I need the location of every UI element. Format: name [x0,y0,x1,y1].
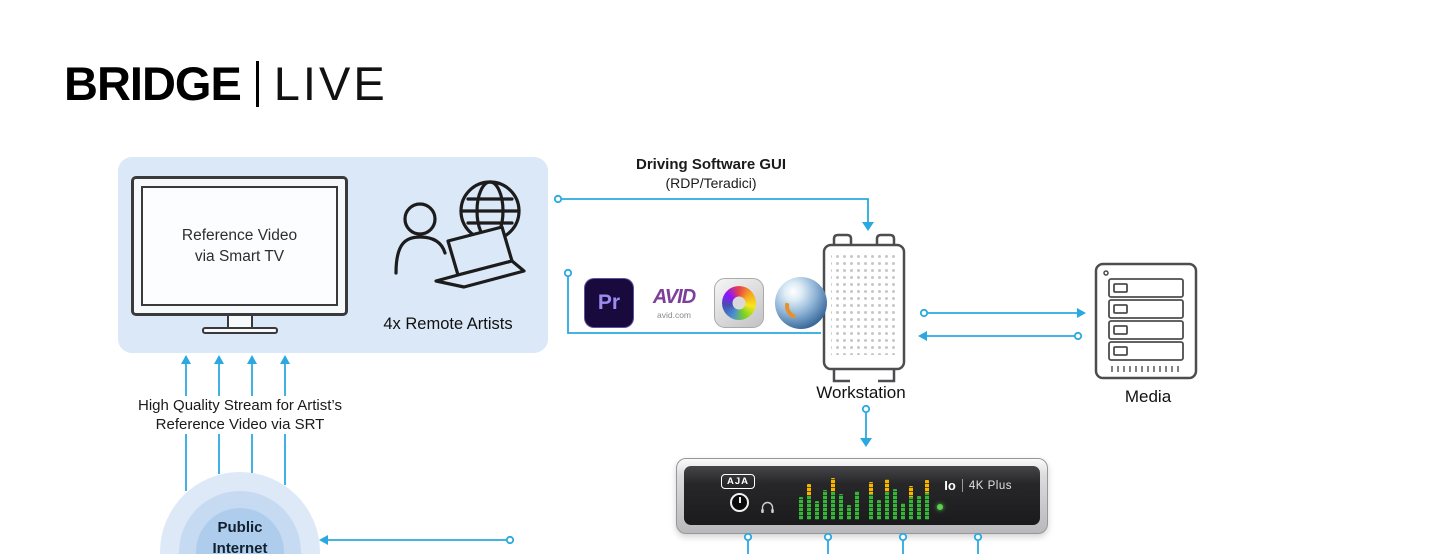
public-internet-line2: Internet [212,540,268,554]
logo-live-text: LIVE [273,57,388,110]
media-label: Media [1124,387,1172,406]
connector-dot [563,268,573,278]
driving-gui-label: Driving Software GUI (RDP/Teradici) [561,156,861,191]
arrowhead-down-icon [860,438,872,447]
headphone-icon [761,501,774,513]
arrowhead-right-icon [1077,308,1086,318]
connector-dot [553,194,563,204]
person-head [403,202,437,236]
avid-icon: AVID avid.com [645,278,703,328]
workstation-label: Workstation [816,383,906,402]
tv-stand-base [202,327,278,334]
connector-dot [505,535,515,545]
device-front-panel: AJA Io 4K Plus [684,466,1040,525]
status-led [937,504,943,510]
tv-caption: Reference Video via Smart TV [182,225,297,267]
arrowhead-up-icon [280,355,290,364]
device-model-divider [961,479,963,492]
remote-artists-label: 4x Remote Artists [383,315,513,333]
media-storage-illustration [1094,262,1200,387]
editing-software-icons: Pr AVID avid.com [584,277,827,329]
connector-dot [973,532,983,542]
tv-caption-line1: Reference Video [181,227,298,244]
power-button-icon [730,493,749,512]
premiere-pro-icon: Pr [584,278,634,328]
arrowhead-left-icon [319,535,328,545]
connector-dot [743,532,753,542]
srt-stream-line2: Reference Video via SRT [155,416,325,433]
connector-gui-line [558,198,869,223]
arrowhead-down-icon [862,222,874,231]
driving-gui-line2: (RDP/Teradici) [665,175,757,191]
driving-gui-line1: Driving Software GUI [635,156,787,173]
remote-artist-icon [394,180,526,289]
bridge-live-logo: BRIDGE LIVE [64,56,388,111]
srt-stream-label: High Quality Stream for Artist’s Referen… [95,396,385,434]
device-model-secondary: 4K Plus [968,479,1012,492]
logo-bridge-text: BRIDGE [64,57,242,110]
connector-dot [919,308,929,318]
audio-meters [799,478,943,520]
connector-dot [1073,331,1083,341]
tv-caption-line2: via Smart TV [194,248,285,265]
arrowhead-left-icon [918,331,927,341]
person-body [394,235,447,275]
tv-frame: Reference Video via Smart TV [131,176,348,316]
device-model-label: Io 4K Plus [944,478,1012,493]
aja-io-4k-plus-device: AJA Io 4K Plus [676,458,1048,534]
final-cut-pro-icon [714,278,764,328]
avid-caption: avid.com [656,310,691,320]
tv-screen: Reference Video via Smart TV [141,186,338,306]
public-internet-label: Public Internet [163,517,317,554]
laptop-base [434,259,526,289]
remote-artists-panel: Reference Video via Smart TV 4x [118,157,548,353]
device-model-primary: Io [944,478,956,493]
connector-dot [898,532,908,542]
avid-wordmark: AVID [652,286,696,308]
srt-stream-line1: High Quality Stream for Artist’s [138,397,342,414]
public-internet-line1: Public [217,519,263,536]
aja-brand-logo: AJA [721,474,756,489]
workstation-illustration [820,232,908,391]
smart-tv-illustration: Reference Video via Smart TV [131,176,348,352]
arrowhead-up-icon [247,355,257,364]
connector-dot [861,404,871,414]
premiere-pro-abbr: Pr [597,291,621,314]
fcp-color-wheel [722,286,756,320]
media-app-icon [775,277,827,329]
logo-divider [255,60,259,107]
arrowhead-up-icon [181,355,191,364]
connector-dot [823,532,833,542]
arrowhead-up-icon [214,355,224,364]
